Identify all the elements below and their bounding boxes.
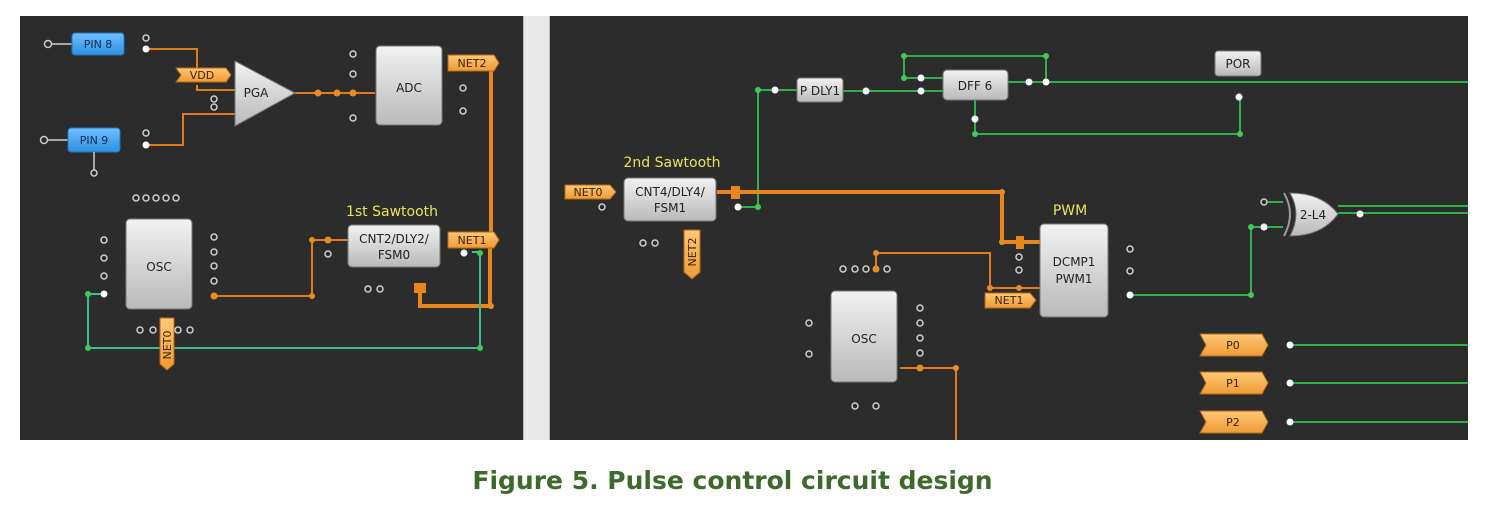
pin8-block[interactable]: PIN 8 [43, 32, 150, 56]
dff6-label: DFF 6 [958, 79, 993, 93]
net0-label-right: NET0 [574, 186, 603, 199]
osc-label-left: OSC [146, 260, 171, 274]
cnt2-label-2: FSM0 [378, 248, 410, 262]
title-2nd-sawtooth: 2nd Sawtooth [623, 155, 720, 171]
adc-block[interactable]: ADC [349, 45, 467, 126]
p0-pin[interactable]: P0 [1199, 333, 1294, 357]
net2-label-left: NET2 [458, 57, 487, 70]
pga-block[interactable]: PGA [210, 60, 357, 127]
net1-label-left: NET1 [458, 234, 487, 247]
pin8-label: PIN 8 [84, 38, 113, 51]
pwm1-label: PWM1 [1055, 272, 1092, 286]
osc-block-left[interactable]: OSC [100, 194, 218, 334]
vdd-label: VDD [190, 69, 214, 82]
vdd-tag[interactable]: VDD [175, 67, 232, 83]
por-block[interactable]: POR [1214, 50, 1262, 101]
dcmp1-label: DCMP1 [1053, 255, 1096, 269]
pin9-label: PIN 9 [80, 134, 109, 147]
cnt2-label-1: CNT2/DLY2/ [359, 232, 430, 246]
pdly1-block[interactable]: P DLY1 [771, 77, 870, 103]
net0-label-left: NET0 [161, 331, 174, 360]
por-label: POR [1225, 57, 1250, 71]
adc-label: ADC [396, 81, 422, 95]
dff6-block[interactable]: DFF 6 [917, 69, 1050, 123]
cnt4-label-1: CNT4/DLY4/ [635, 185, 706, 199]
xor-gate-2l4[interactable]: 2-L4 [1260, 192, 1364, 237]
title-1st-sawtooth: 1st Sawtooth [346, 204, 438, 220]
net1-tag-right[interactable]: NET1 [984, 292, 1037, 309]
net0-tag-right[interactable]: NET0 [564, 184, 617, 200]
cnt4-block[interactable]: CNT4/DLY4/ FSM1 [598, 177, 742, 247]
osc-block-right[interactable]: OSC [805, 265, 924, 410]
figure-caption: Figure 5. Pulse control circuit design [472, 466, 993, 495]
circuit-schematic: PIN 8 PIN 9 VDD PGA [39, 32, 1468, 440]
p0-label: P0 [1226, 339, 1240, 352]
net0-tag-left[interactable]: NET0 [159, 317, 175, 371]
net1-tag-left[interactable]: NET1 [447, 231, 500, 249]
cnt2-block[interactable]: CNT2/DLY2/ FSM0 [324, 224, 468, 293]
dcmp1-pwm1-block[interactable]: DCMP1 PWM1 [1015, 223, 1134, 318]
net2-tag-left[interactable]: NET2 [447, 54, 500, 72]
net1-label-right: NET1 [995, 294, 1024, 307]
xor-label: 2-L4 [1300, 208, 1326, 222]
net2-tag-right[interactable]: NET2 [683, 229, 701, 280]
pin9-block[interactable]: PIN 9 [39, 127, 150, 177]
pga-label: PGA [244, 86, 270, 100]
cnt4-label-2: FSM1 [654, 201, 686, 215]
p1-label: P1 [1226, 377, 1240, 390]
title-pwm: PWM [1053, 203, 1087, 219]
p1-pin[interactable]: P1 [1199, 371, 1294, 395]
panel-splitter[interactable] [523, 16, 550, 440]
pdly1-label: P DLY1 [800, 84, 840, 98]
p2-label: P2 [1226, 416, 1240, 429]
p2-pin[interactable]: P2 [1199, 410, 1294, 434]
osc-label-right: OSC [851, 332, 876, 346]
net2-label-right: NET2 [686, 238, 699, 267]
